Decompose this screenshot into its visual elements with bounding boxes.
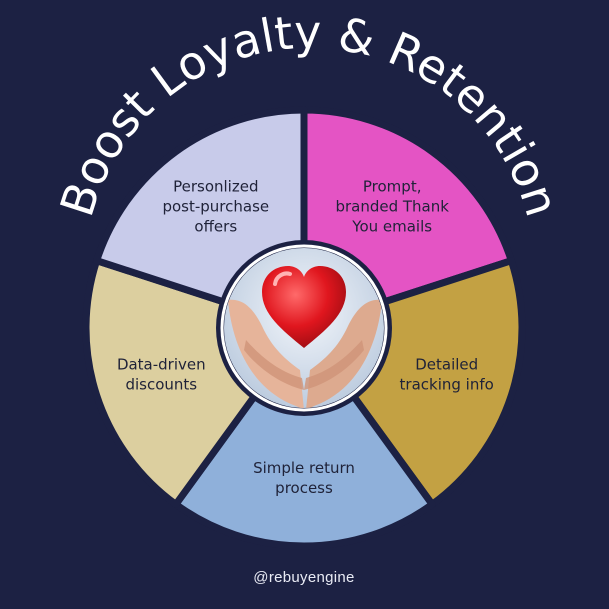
heart-highlight: [273, 271, 292, 286]
wheel-segment-label-line: Prompt,: [363, 178, 422, 196]
wheel-segment-label-line: Personlized: [173, 178, 258, 196]
heart-icon: [262, 266, 346, 348]
wheel-segment-label-line: process: [275, 479, 333, 497]
right-hand-shape: [306, 299, 382, 408]
wheel-segment-label-line: tracking info: [400, 375, 494, 393]
wheel-segment-label-line: branded Thank: [335, 198, 449, 216]
fingers-shape: [244, 340, 364, 390]
wheel-segment-label-line: Data-driven: [117, 355, 206, 373]
center-hands-heart-image: [216, 240, 392, 416]
wheel-segment-label-4: Data-driven discounts: [117, 355, 206, 393]
wheel-segment-3: [172, 324, 436, 550]
wheel-segment-label-line: Simple return: [253, 459, 355, 477]
wheel-segment-label-line: discounts: [125, 375, 197, 393]
wheel-segment-label-line: You emails: [351, 218, 432, 236]
wheel-segment-label-5: Personlized post-purchase offers: [162, 178, 269, 236]
wheel-segment-label-line: post-purchase: [162, 198, 269, 216]
brand-handle: @rebuyengine: [253, 569, 354, 586]
wheel-segment-label-3: Simple return process: [253, 459, 355, 497]
wheel-segment-label-2: Detailed tracking info: [400, 355, 494, 393]
wheel-segment-label-line: Detailed: [415, 355, 478, 373]
wheel-segment-label-line: offers: [194, 218, 237, 236]
